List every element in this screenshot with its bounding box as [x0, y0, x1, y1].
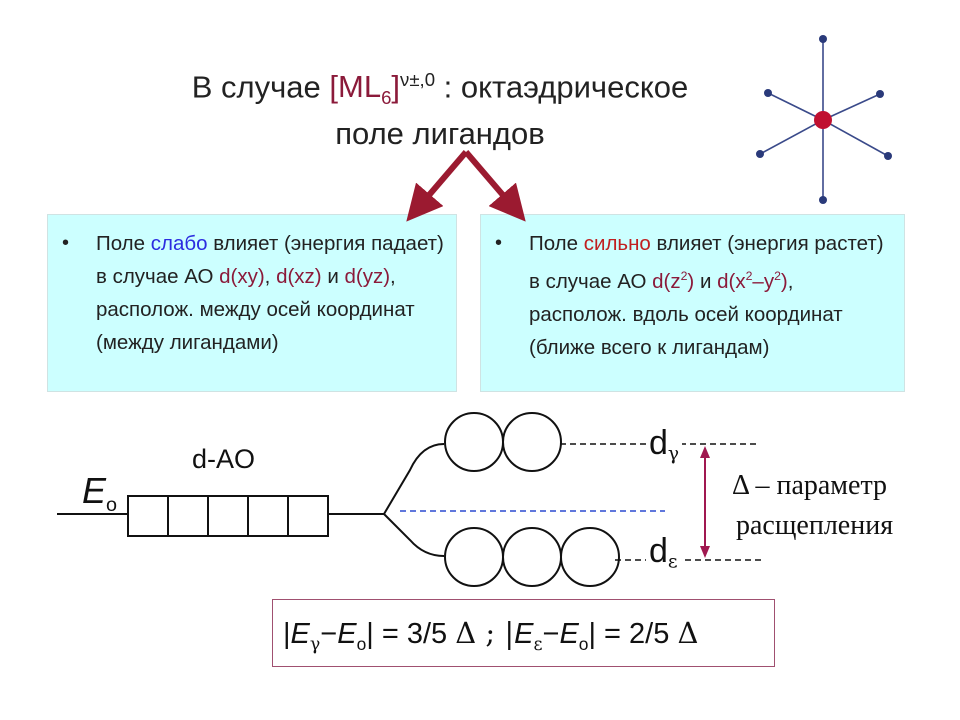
octahedron-icon — [756, 35, 892, 204]
f-e: E — [337, 618, 357, 650]
orbital-dz2: d(z2) — [652, 269, 695, 293]
delta-arrow — [700, 446, 710, 558]
ligand-node — [764, 89, 772, 97]
metal-node — [814, 111, 832, 129]
orbital-dx2y2: d(x2–y2) — [717, 269, 788, 293]
orbital-dxy: d(xy) — [219, 265, 265, 288]
dg-sub: γ — [667, 443, 680, 465]
bullet: • — [495, 232, 503, 254]
d-gamma-label: dγ — [646, 424, 683, 465]
text: , располож. вдоль осей координат (ближе … — [529, 269, 843, 359]
title-line-2: поле лигандов — [335, 116, 545, 151]
branch-arrows — [406, 150, 526, 222]
strong-field-box: • Поле сильно влияет (энергия растет) в … — [480, 214, 905, 392]
dg-main: d — [649, 424, 668, 462]
ligand-node — [884, 152, 892, 160]
d-ao-box — [287, 495, 329, 537]
f-sub: o — [356, 633, 367, 654]
f-sub: ε — [533, 634, 543, 655]
text: , располож. между осей координат (между … — [96, 265, 415, 354]
splitting-label: расщепления — [736, 510, 894, 541]
f-part: ; | — [476, 616, 515, 650]
f-e: E — [290, 618, 310, 650]
complex-close: ] — [391, 69, 401, 105]
de-sub: ε — [667, 551, 678, 573]
orbital-dxz: d(xz) — [276, 265, 322, 288]
title-suffix: : октаэдрическое — [435, 69, 689, 105]
complex-main: [ML — [329, 69, 382, 105]
ligand-node — [756, 150, 764, 158]
e0-main: E — [82, 470, 107, 511]
complex-sub: 6 — [381, 87, 392, 109]
f-delta: Δ — [455, 616, 477, 650]
f-part: | — [283, 618, 291, 650]
text: Поле — [529, 232, 584, 255]
orbital-dyz: d(yz) — [344, 265, 391, 288]
f-part: | = 2/5 — [588, 618, 678, 650]
ligand-node — [876, 90, 884, 98]
dx2-mid: –y — [752, 269, 775, 293]
d-ao-box — [167, 495, 209, 537]
dx2-sup1: 2 — [745, 269, 753, 283]
text: и — [694, 269, 718, 293]
dz2-a: d(z — [652, 269, 681, 293]
dx2-sup2: 2 — [774, 269, 781, 283]
ligand-node — [819, 196, 827, 204]
arrow-left — [406, 150, 469, 222]
energy-formula: |Eγ−Eo| = 3/5 Δ ; |Eε−Eo| = 2/5 Δ — [272, 599, 775, 667]
text: Поле — [96, 232, 151, 255]
weak-field-box: • Поле слабо влияет (энергия падает) в с… — [47, 214, 457, 392]
complex-formula: [ML6] — [329, 69, 401, 108]
d-epsilon-orbitals — [444, 527, 620, 587]
title-line-1: В случае [ML6]ν±,0 : октаэдрическое — [0, 62, 880, 117]
splitting-lines — [328, 443, 445, 557]
f-e: E — [559, 618, 579, 650]
e0-label: Eo — [82, 470, 117, 517]
text: влияет (энергия падает) в случае АО — [96, 232, 444, 288]
orbital-circle — [502, 527, 562, 587]
d-ao-box — [127, 495, 169, 537]
f-e: E — [514, 618, 534, 650]
title-prefix: В случае — [191, 69, 330, 105]
de-main: d — [649, 532, 668, 570]
d-ao-label: d-AO — [192, 444, 256, 474]
arrow-right — [463, 150, 526, 222]
text: влияет (энергия растет) в случае АО — [529, 232, 884, 293]
orbital-circle — [444, 412, 504, 472]
d-ao-box — [247, 495, 289, 537]
f-part: − — [542, 618, 560, 650]
dz2-sup: 2 — [680, 269, 688, 283]
orbital-circle — [444, 527, 504, 587]
text: , — [264, 265, 277, 288]
d-ao-box — [207, 495, 249, 537]
f-sub: γ — [309, 634, 321, 655]
text: и — [321, 265, 345, 288]
strong-word: сильно — [583, 232, 651, 255]
bullet: • — [62, 232, 70, 254]
delta-parameter-label: Δ – параметр — [732, 470, 888, 501]
complex-charge: ν±,0 — [400, 69, 436, 90]
weak-word: слабо — [150, 232, 208, 255]
f-sub: o — [578, 633, 589, 654]
dx2-a: d(x — [717, 269, 746, 293]
dz2-b: ) — [687, 269, 695, 293]
f-part: | = 3/5 — [366, 618, 456, 650]
f-delta: Δ — [677, 616, 699, 650]
orbital-circle — [502, 412, 562, 472]
d-gamma-orbitals — [444, 412, 562, 472]
dx2-b: ) — [780, 269, 788, 293]
e0-sub: o — [106, 494, 118, 517]
ligand-node — [819, 35, 827, 43]
orbital-circle — [560, 527, 620, 587]
f-part: − — [320, 618, 338, 650]
d-epsilon-label: dε — [646, 532, 681, 573]
d-ao-boxes — [127, 495, 329, 537]
